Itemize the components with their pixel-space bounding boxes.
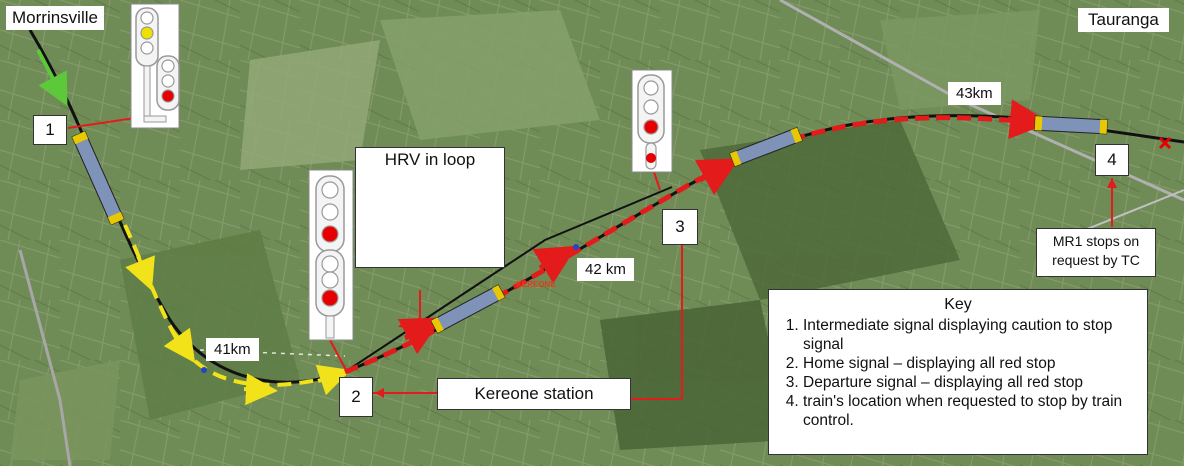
- yellow-route-arrow: [163, 327, 196, 364]
- map-station-label: KEREONE: [516, 280, 556, 289]
- train-icon: [1034, 115, 1108, 135]
- arrowhead: [398, 318, 410, 328]
- green-route-arrow: [36, 49, 68, 107]
- arrowhead: [375, 388, 384, 398]
- key-item-2: Home signal – displaying all red stop: [803, 354, 1139, 373]
- key-item-3: Departure signal – displaying all red st…: [803, 373, 1139, 392]
- rail-signal-icon: [308, 169, 354, 341]
- rail-signal-icon: [130, 3, 180, 129]
- red-route-arrow: [532, 245, 578, 284]
- yellow-route-arrow: [125, 255, 155, 291]
- red-route-arrow: [1007, 99, 1050, 140]
- km-marker-dot: [201, 367, 207, 373]
- callout-number-1: 1: [33, 115, 67, 145]
- key-item-4: train's location when requested to stop …: [803, 392, 1139, 430]
- hrv-photo-callout: HRV in loop: [355, 147, 505, 268]
- key-list: Intermediate signal displaying caution t…: [777, 316, 1139, 430]
- key-title: Key: [944, 296, 972, 313]
- red-route-arrow: [397, 317, 443, 355]
- callout-number-3: 3: [662, 209, 698, 245]
- km-marker-dot: [573, 244, 579, 250]
- map-key-legend: Key Intermediate signal displaying cauti…: [768, 289, 1148, 455]
- place-label-destination: Tauranga: [1078, 8, 1169, 32]
- distance-label-42km: 42 km: [577, 258, 634, 281]
- red-route-arrow: [694, 158, 740, 196]
- callout-number-4: 4: [1095, 144, 1129, 176]
- train-icon: [729, 126, 803, 168]
- hrv-callout-title: HRV in loop: [384, 150, 476, 169]
- arrowhead: [1107, 178, 1117, 188]
- train-icon: [71, 130, 125, 226]
- yellow-route-arrow: [315, 364, 352, 396]
- train-icon: [430, 284, 506, 334]
- stop-cross-icon: [1158, 136, 1172, 150]
- distance-label-43km: 43km: [948, 82, 1001, 105]
- key-item-1: Intermediate signal displaying caution t…: [803, 316, 1139, 354]
- callout-number-2: 2: [339, 377, 373, 417]
- road: [18, 249, 72, 466]
- place-label-origin: Morrinsville: [6, 6, 104, 30]
- rail-signal-icon: [631, 69, 673, 173]
- mr1-callout-line1: MR1 stops on: [1052, 233, 1140, 249]
- station-callout: Kereone station: [437, 378, 631, 410]
- yellow-route-arrow: [243, 373, 278, 406]
- distance-label-41km: 41km: [206, 338, 259, 361]
- mr1-callout: MR1 stops on request by TC: [1036, 228, 1156, 277]
- track-path: [199, 349, 346, 357]
- mr1-callout-line2: request by TC: [1052, 252, 1140, 268]
